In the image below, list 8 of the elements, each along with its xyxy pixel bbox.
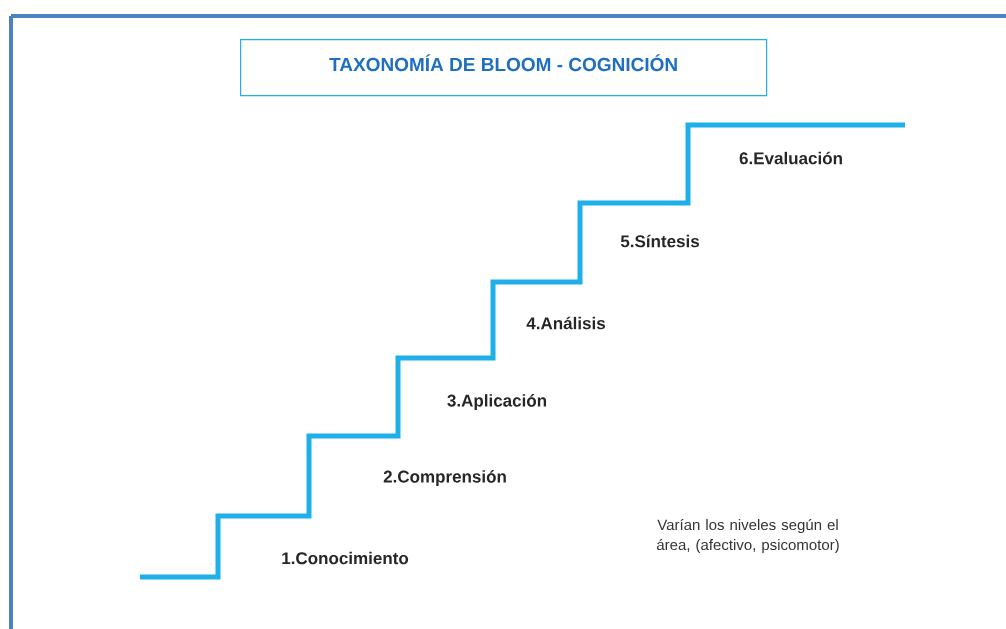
note-text: Varían los niveles según el área, (afectivo, psicomotor) bbox=[656, 518, 839, 554]
step-label: 4.Análisis bbox=[526, 316, 605, 330]
title-box: TAXONOMÍA DE BLOOM - COGNICIÓN bbox=[240, 39, 768, 97]
step-label: 2.Comprensión bbox=[383, 470, 506, 486]
step-label: 3.Aplicación bbox=[447, 394, 547, 410]
step-label: 6.Evaluación bbox=[739, 151, 842, 165]
step-label: 1.Conocimiento bbox=[282, 551, 409, 565]
step-label: 5.Síntesis bbox=[620, 234, 699, 248]
